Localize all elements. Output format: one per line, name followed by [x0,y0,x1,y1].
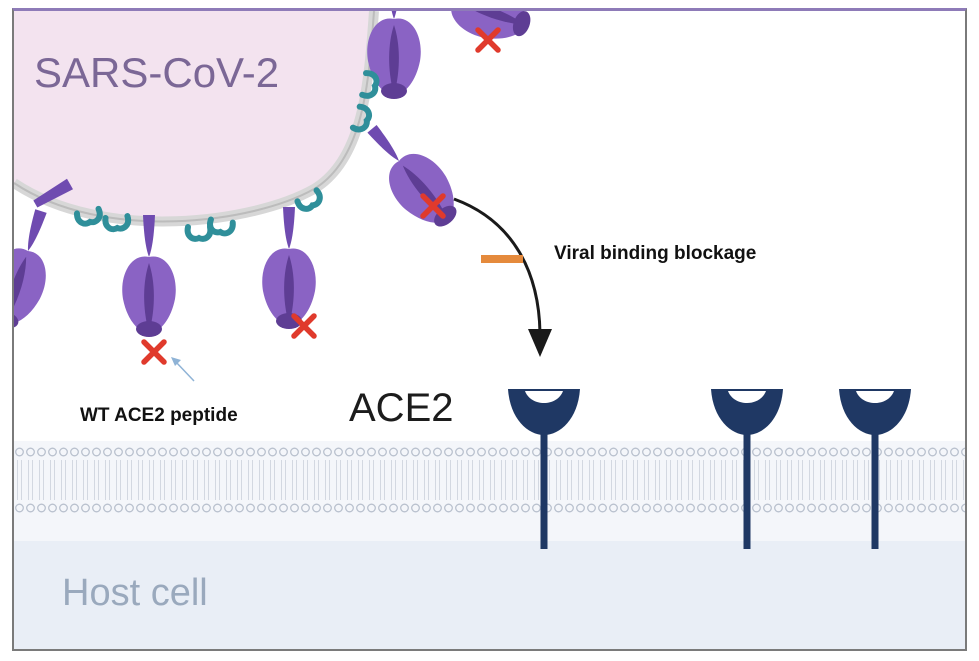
block-x-icon [144,342,164,362]
spike-protein-icon [405,11,539,52]
lipid-bilayer-icon [14,441,965,541]
ace2-label: ACE2 [349,386,454,430]
ace2-peptide-icon [188,227,211,239]
spike-protein-icon [122,215,176,337]
spike-protein-icon [14,202,67,336]
spike-stalk-icon [33,178,73,208]
blockage-bar-icon [481,255,523,263]
host-cell-region [14,527,965,649]
diagram-canvas: SARS-CoV-2 Viral binding blockage WT ACE… [14,11,965,649]
blockage-label: Viral binding blockage [554,243,756,264]
spike-protein-icon [351,111,471,240]
virus-particle [14,11,374,222]
host-cell-label: Host cell [62,572,208,614]
spike-protein-icon [262,207,316,329]
pointer-arrow-icon [171,357,195,382]
diagram-frame: SARS-CoV-2 Viral binding blockage WT ACE… [12,8,967,651]
virus-label: SARS-CoV-2 [34,49,279,96]
binding-arrow-icon [453,197,552,357]
peptide-label: WT ACE2 peptide [80,405,238,426]
